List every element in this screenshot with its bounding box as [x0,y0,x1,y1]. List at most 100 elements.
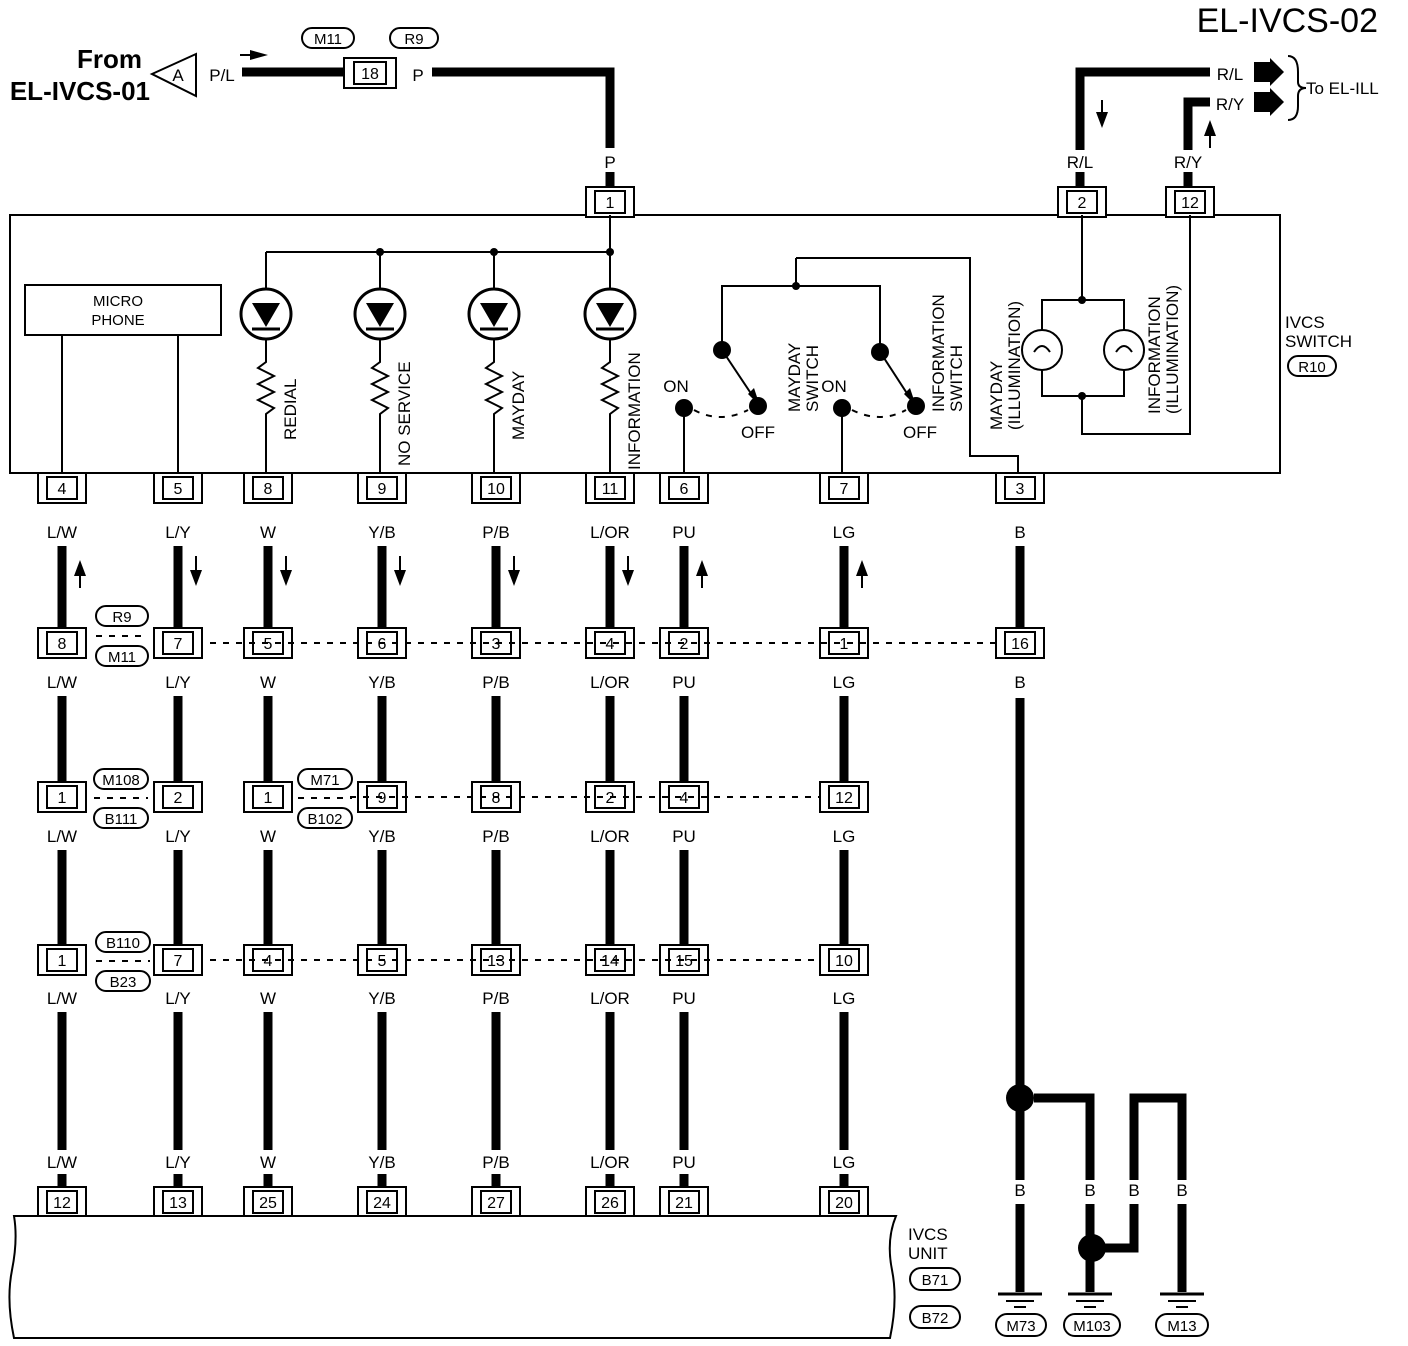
r9-pin: 3 [471,627,521,659]
led-label: MAYDAY [509,371,528,440]
flow-down-arrow-icon [280,570,292,586]
flow-arrow-icon [250,50,268,60]
info-switch-contact [871,343,889,361]
m108-pin-label: 12 [835,790,853,807]
wire-label: Y/B [368,673,395,692]
info-off-label: OFF [903,423,937,442]
m108-pin-label: 2 [606,790,615,807]
switch-common-wire [796,257,1019,472]
illum-info-label-2: (ILLUMINATION) [1163,285,1182,414]
ground-wire-label-1: B [1014,523,1025,542]
unit-pin-label: 25 [259,1195,277,1212]
wire-label: W [260,523,276,542]
switch-pin-4: 4 [37,472,87,504]
r9-pin-label: 8 [58,636,67,653]
from-label: From [77,44,142,74]
switch-name-1: IVCS [1285,313,1325,332]
flow-up-arrow-icon [696,560,708,576]
to-ill-label: To EL-ILL [1306,79,1379,98]
wire-label: P/B [482,1153,509,1172]
b110-pin: 13 [471,944,521,976]
switch-name-2: SWITCH [1285,332,1352,351]
wire-label: W [260,673,276,692]
wire-label: PU [672,523,696,542]
to-ill-brace [1287,55,1307,121]
wire-label: L/Y [165,989,191,1008]
unit-pin: 25 [243,1186,293,1218]
switch-pin-9: 9 [357,472,407,504]
from-wire-label: P/L [209,66,235,85]
tag-row2-bottom-a: B111 [105,811,138,828]
switch-pin-3-label: 3 [1016,481,1025,498]
unit-pin-label: 24 [373,1195,391,1212]
m108-pin: 9 [357,781,407,813]
b110-pin: 15 [659,944,709,976]
b110-pin: 7 [153,944,203,976]
m108-pin: 1 [243,781,293,813]
b110-pin: 4 [243,944,293,976]
ground-wire-mid: B [1128,1181,1139,1200]
b110-pin: 10 [819,944,869,976]
r9-pin: 5 [243,627,293,659]
switch-pin-12-label: 12 [1181,195,1199,212]
wire-label: L/OR [590,673,630,692]
illum-mayday-label-1: MAYDAY [987,361,1006,430]
info-switch-label-2: SWITCH [947,345,966,412]
wire-label: L/OR [590,523,630,542]
r9-pin: 7 [153,627,203,659]
b110-pin: 5 [357,944,407,976]
unit-pin: 24 [357,1186,407,1218]
switch-pin-10-label: 10 [487,481,505,498]
mayday-off-label: OFF [741,423,775,442]
info-switch-label-1: INFORMATION [929,294,948,412]
switch-pin-10: 10 [471,472,521,504]
ground-ref-m73: M73 [1006,1318,1035,1335]
switch-pin-11: 11 [585,472,635,504]
ground-symbols [998,1292,1204,1308]
flow-down-arrow-icon [508,570,520,586]
b110-pin-label: 5 [378,953,387,970]
unit-pin: 21 [659,1186,709,1218]
unit-pin: 12 [37,1186,87,1218]
r9-pin-label: 1 [840,636,849,653]
m108-pin: 1 [37,781,87,813]
led-label: NO SERVICE [395,361,414,466]
wire-label: P/B [482,523,509,542]
unit-pin-label: 27 [487,1195,505,1212]
wire-label: P/B [482,673,509,692]
wire-p [432,67,615,148]
b110-pin: 14 [585,944,635,976]
flow-down-arrow-icon [1096,112,1108,128]
ivcs-unit-box [8,1215,898,1339]
tag-m11 [301,27,355,49]
ground-splice [1006,1084,1034,1112]
tag-row1-top: R9 [112,609,131,626]
unit-conn-a: B71 [922,1272,949,1289]
tag-row3-bottom: B23 [110,974,137,991]
m108-pin: 2 [585,781,635,813]
wire-label: Y/B [368,523,395,542]
led-label: REDIAL [281,379,300,440]
flow-up-arrow-icon [856,560,868,576]
resistor-icon [483,339,505,472]
wire-label: W [260,827,276,846]
tag-r10-label: R10 [1298,359,1326,376]
b110-pin-label: 15 [675,953,693,970]
illum-info-label-1: INFORMATION [1145,296,1164,414]
diagram-title: EL-IVCS-02 [1197,2,1378,40]
r9-pin-label: 6 [378,636,387,653]
wire-label: P/B [482,989,509,1008]
wire-label: Y/B [368,989,395,1008]
switch-pin-8-label: 8 [264,481,273,498]
tag-r9 [389,27,439,49]
m108-pin-label: 4 [680,790,689,807]
wire-label: Y/B [368,827,395,846]
unit-pin-label: 13 [169,1195,187,1212]
wire-ry-label: R/Y [1216,95,1244,114]
wire-label: W [260,1153,276,1172]
switch-pin-2-label: 2 [1078,195,1087,212]
wire-label: LG [833,673,856,692]
unit-pin: 20 [819,1186,869,1218]
unit-name-1: IVCS [908,1225,948,1244]
resistor-icon [255,339,277,472]
